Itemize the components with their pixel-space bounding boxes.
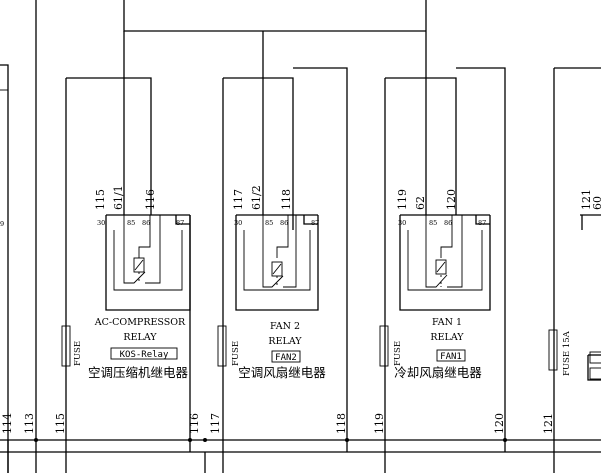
fuse-label: FUSE: [393, 341, 403, 366]
wire-label-62: 62: [414, 196, 427, 210]
wire-label-119: 119: [373, 413, 386, 434]
relay-name-cn: 空调压缩机继电器: [88, 365, 189, 380]
relay-name-cn: 空调风扇继电器: [238, 365, 326, 380]
wire-label-116: 116: [188, 413, 201, 434]
relay-name-line2: RELAY: [430, 332, 464, 343]
terminal-85: 85: [127, 219, 135, 227]
relay-name-cn: 冷却风扇继电器: [394, 365, 482, 380]
relay-ac-compressor: FUSE 115 61/1 116 30 85 86 87 AC-COMPRES…: [61, 0, 426, 473]
fuse-label: FUSE: [231, 341, 241, 366]
wire-label-121: 121: [542, 413, 555, 434]
relay-name-line1: AC-COMPRESSOR: [94, 317, 186, 328]
relay-fan-1: FUSE 119 62 120 30 85 86 87 FAN 1 RELAY …: [379, 0, 506, 473]
fuse-label: FUSE 15A: [562, 330, 572, 376]
terminal-85: 85: [265, 219, 273, 227]
wire-label-115: 115: [94, 189, 107, 210]
terminal-86: 86: [142, 219, 150, 227]
right-cut-marks: [589, 351, 601, 380]
wire-label-61-2: 61/2: [250, 185, 263, 210]
terminal-85: 85: [429, 219, 437, 227]
wire-label-118: 118: [335, 413, 348, 434]
terminal-87: 87: [478, 219, 486, 227]
terminal-86: 86: [444, 219, 452, 227]
left-partial-section: 9: [0, 0, 37, 473]
wire-label-113: 113: [23, 413, 36, 434]
relay-name-line2: RELAY: [268, 336, 302, 347]
relay-name-line2: RELAY: [123, 332, 157, 343]
terminal-label-cut: 9: [0, 220, 4, 228]
fuse-label: FUSE: [73, 341, 83, 366]
relay-name-line1: FAN 2: [270, 321, 300, 332]
wire-label-117: 117: [232, 189, 245, 210]
relay-name-line1: FAN 1: [432, 317, 462, 328]
right-partial-section: FUSE 15A 121 60: [548, 67, 601, 473]
terminal-86: 86: [280, 219, 288, 227]
wire-label-117: 117: [209, 413, 222, 434]
wire-label-116: 116: [144, 189, 157, 210]
terminal-30: 30: [97, 219, 105, 227]
wire-label-61-1: 61/1: [112, 185, 125, 210]
terminal-30: 30: [398, 219, 406, 227]
wire-label-119: 119: [396, 189, 409, 210]
relay-code: KOS-Relay: [120, 350, 169, 360]
relay-code: FAN1: [440, 352, 462, 362]
relay-code: FAN2: [275, 353, 297, 363]
wire-label-121-top: 121: [580, 189, 593, 210]
bottom-bus: 114 113 115 116 117 118 119 120 121: [0, 413, 601, 473]
terminal-30: 30: [234, 219, 242, 227]
wire-label-114: 114: [1, 413, 14, 434]
wire-label-120: 120: [445, 189, 458, 210]
terminal-87: 87: [311, 219, 319, 227]
wire-label-118: 118: [280, 189, 293, 210]
wire-label-60-cut: 60: [591, 196, 601, 210]
terminal-87: 87: [176, 219, 184, 227]
wire-label-115: 115: [54, 413, 67, 434]
relay-fan-2: FUSE 117 61/2 118 30 85 86 87 FAN 2 RELA…: [217, 31, 348, 473]
wire-label-120: 120: [493, 413, 506, 434]
